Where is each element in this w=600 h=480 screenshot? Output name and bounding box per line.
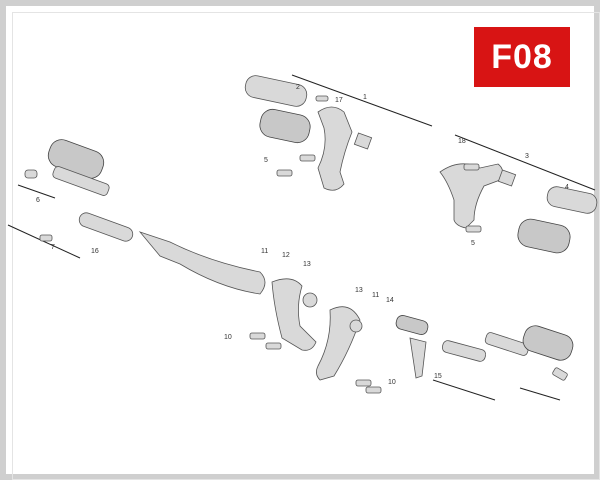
- callout-6: 6: [36, 197, 40, 204]
- footpeg-left: [24, 139, 134, 242]
- callout-11: 11: [372, 292, 379, 299]
- callout-1: 1: [363, 94, 367, 101]
- callout-7: 7: [51, 244, 55, 251]
- group-line-9: [432, 379, 496, 401]
- gear-lever: [138, 231, 574, 394]
- group-line-8: [519, 387, 561, 401]
- section-code-badge: F08: [474, 27, 570, 87]
- callout-15: 15: [434, 373, 442, 380]
- callout-14: 14: [386, 297, 394, 304]
- callout-13: 13: [303, 261, 311, 268]
- callout-5: 5: [264, 157, 268, 164]
- footpeg-upper-center: [244, 75, 373, 191]
- group-line-1: [291, 74, 433, 127]
- callout-10: 10: [388, 379, 396, 386]
- callout-18: 18: [458, 138, 466, 145]
- footpeg-upper-right: [439, 163, 598, 254]
- callout-16: 16: [91, 248, 99, 255]
- callout-11: 11: [261, 248, 268, 255]
- callout-5: 5: [471, 240, 475, 247]
- callout-3: 3: [525, 153, 529, 160]
- callout-2: 2: [296, 84, 300, 91]
- callout-13: 13: [355, 287, 363, 294]
- callout-10: 10: [224, 334, 232, 341]
- callout-12: 12: [282, 252, 290, 259]
- group-line-7: [7, 224, 81, 259]
- callout-4: 4: [565, 184, 569, 191]
- group-line-6: [17, 184, 56, 199]
- callout-17: 17: [335, 97, 343, 104]
- group-line-3: [454, 134, 596, 191]
